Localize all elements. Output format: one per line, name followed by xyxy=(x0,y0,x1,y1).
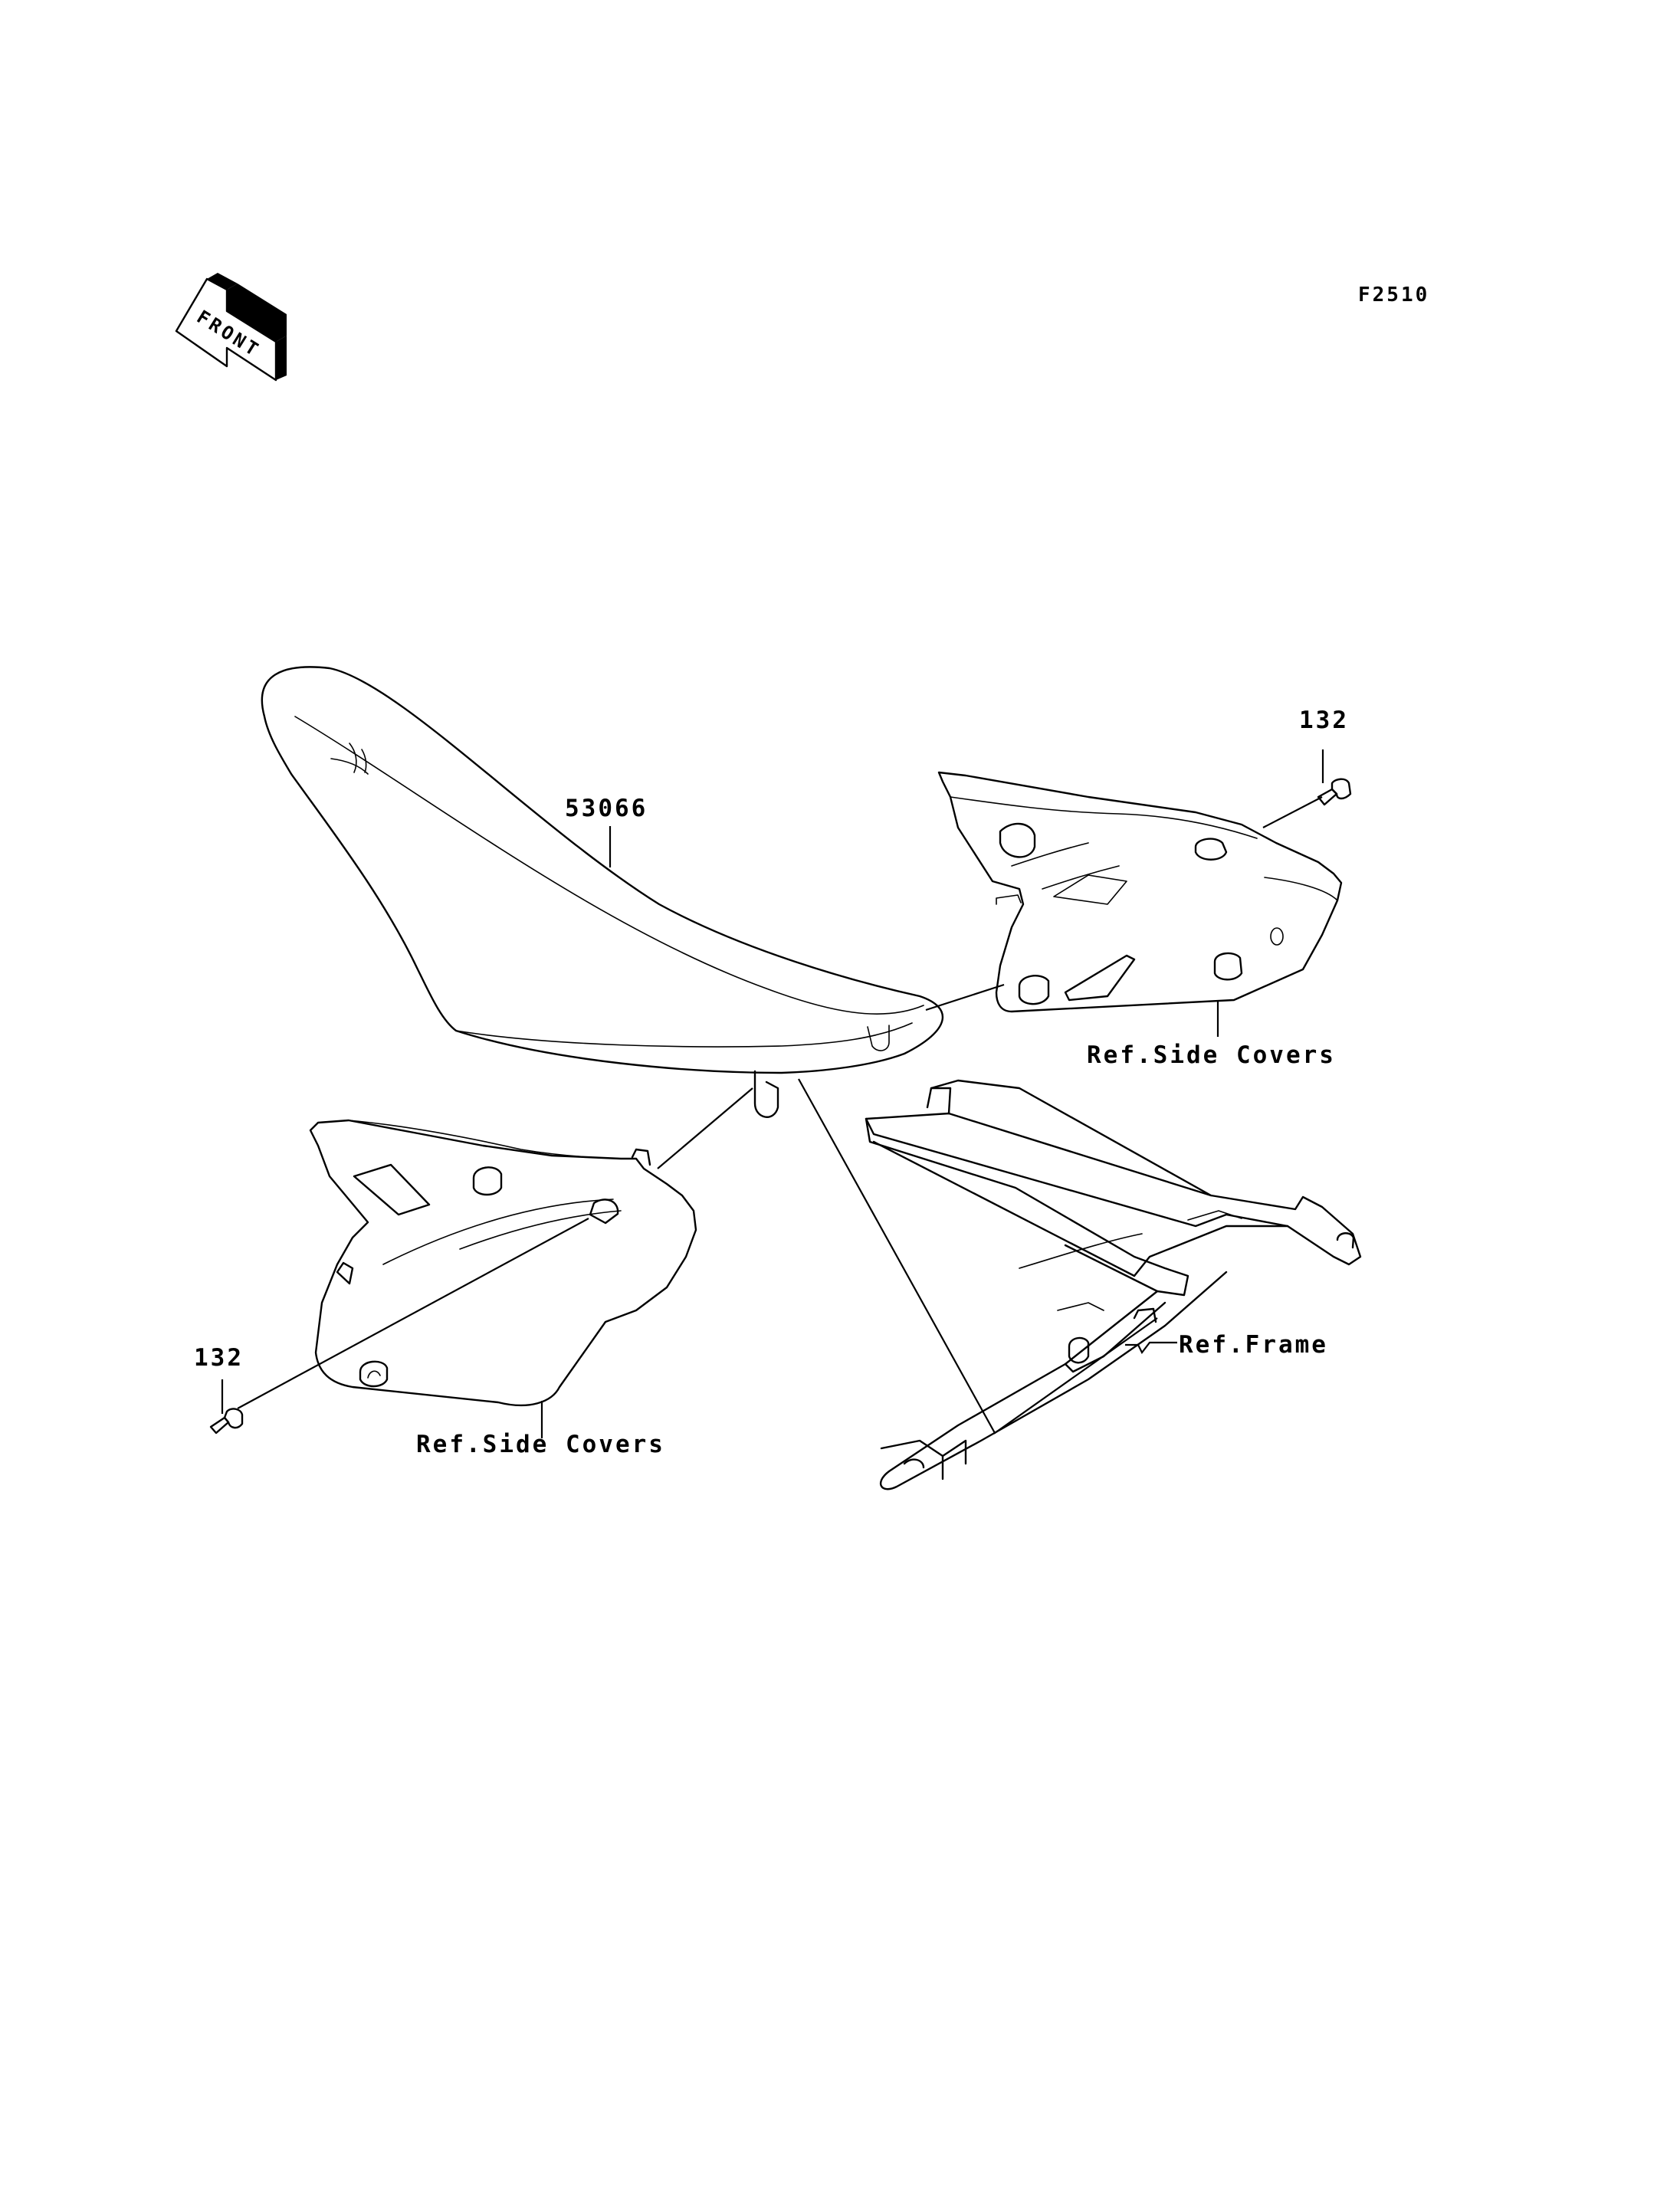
leader-lines xyxy=(221,749,1324,1438)
front-arrow-icon: FRONT xyxy=(175,273,287,382)
callout-frame: Ref.Frame xyxy=(1179,1331,1328,1359)
side-cover-left xyxy=(309,1119,697,1407)
callout-bolt-left: 132 xyxy=(194,1344,244,1372)
side-cover-right xyxy=(937,771,1343,1013)
diagram-code: F2510 xyxy=(1358,284,1429,307)
seat-part xyxy=(261,666,944,1118)
bolt-left-icon xyxy=(209,1408,244,1435)
bolt-right-icon xyxy=(1317,778,1352,806)
callout-side-covers-right: Ref.Side Covers xyxy=(1087,1041,1336,1069)
frame-part xyxy=(865,1079,1362,1490)
callout-seat: 53066 xyxy=(565,795,648,822)
callout-side-covers-left: Ref.Side Covers xyxy=(416,1431,665,1458)
callout-bolt-right: 132 xyxy=(1299,707,1349,734)
